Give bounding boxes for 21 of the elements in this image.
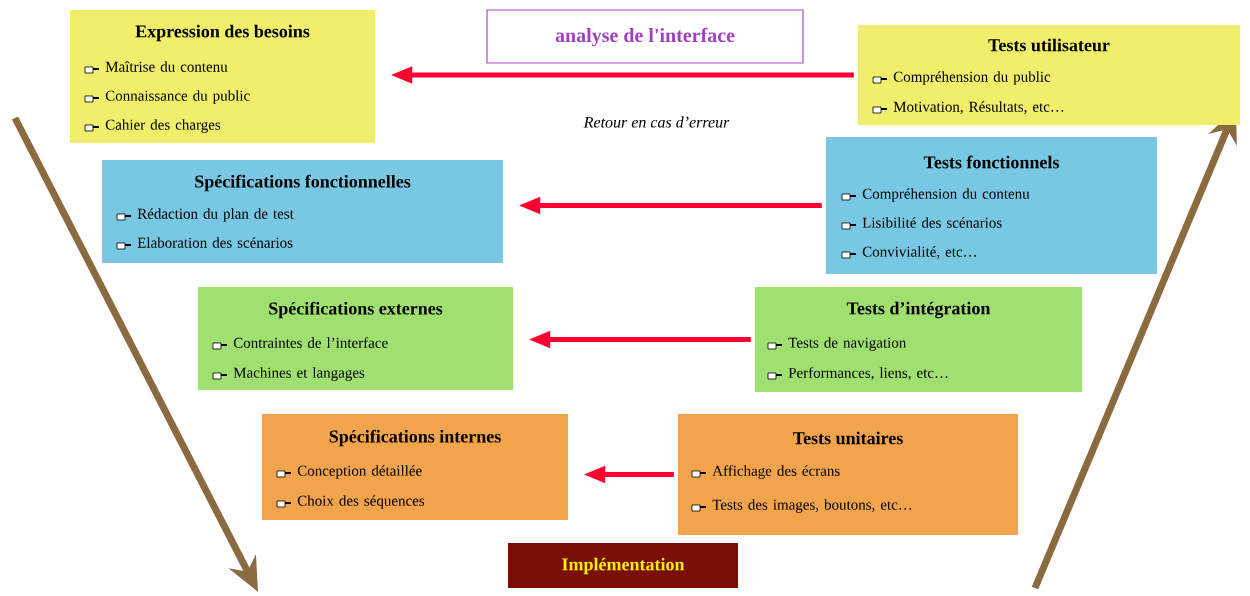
- bullet-text: Affichage des écrans: [712, 465, 840, 479]
- bullet-text: Motivation, Résultats, etc…: [893, 101, 1064, 114]
- bullet-text: Rédaction du plan de test: [137, 208, 294, 222]
- bullet-text: Connaissance du public: [105, 90, 250, 104]
- label-box: Implémentation: [508, 543, 738, 588]
- bullet-text: Lisibilité des scénarios: [862, 217, 1002, 228]
- bullet-text: Choix des séquences: [297, 495, 425, 509]
- bullet-text: Tests de navigation: [788, 337, 907, 351]
- bullet-text: Maîtrise du contenu: [105, 61, 228, 72]
- bullet-text: Convivialité, etc…: [862, 246, 976, 259]
- bullet-text: Machines et langages: [233, 367, 365, 381]
- bullet-text: Elaboration des scénarios: [137, 237, 293, 248]
- bullet-text: Conception détaillée: [297, 465, 422, 479]
- bullet-text: Compréhension du public: [893, 71, 1051, 85]
- bullet-text: Compréhension du contenu: [862, 188, 1030, 202]
- bullet-text: Performances, liens, etc…: [788, 367, 948, 381]
- title-box: analyse de l'interface: [486, 9, 804, 64]
- bullet-text: Cahier des charges: [105, 119, 221, 133]
- bullet-text: Contraintes de l’interface: [233, 337, 388, 348]
- edge-label: Retour en cas d’erreur: [582, 115, 731, 129]
- bullet-text: Tests des images, boutons, etc…: [712, 499, 912, 513]
